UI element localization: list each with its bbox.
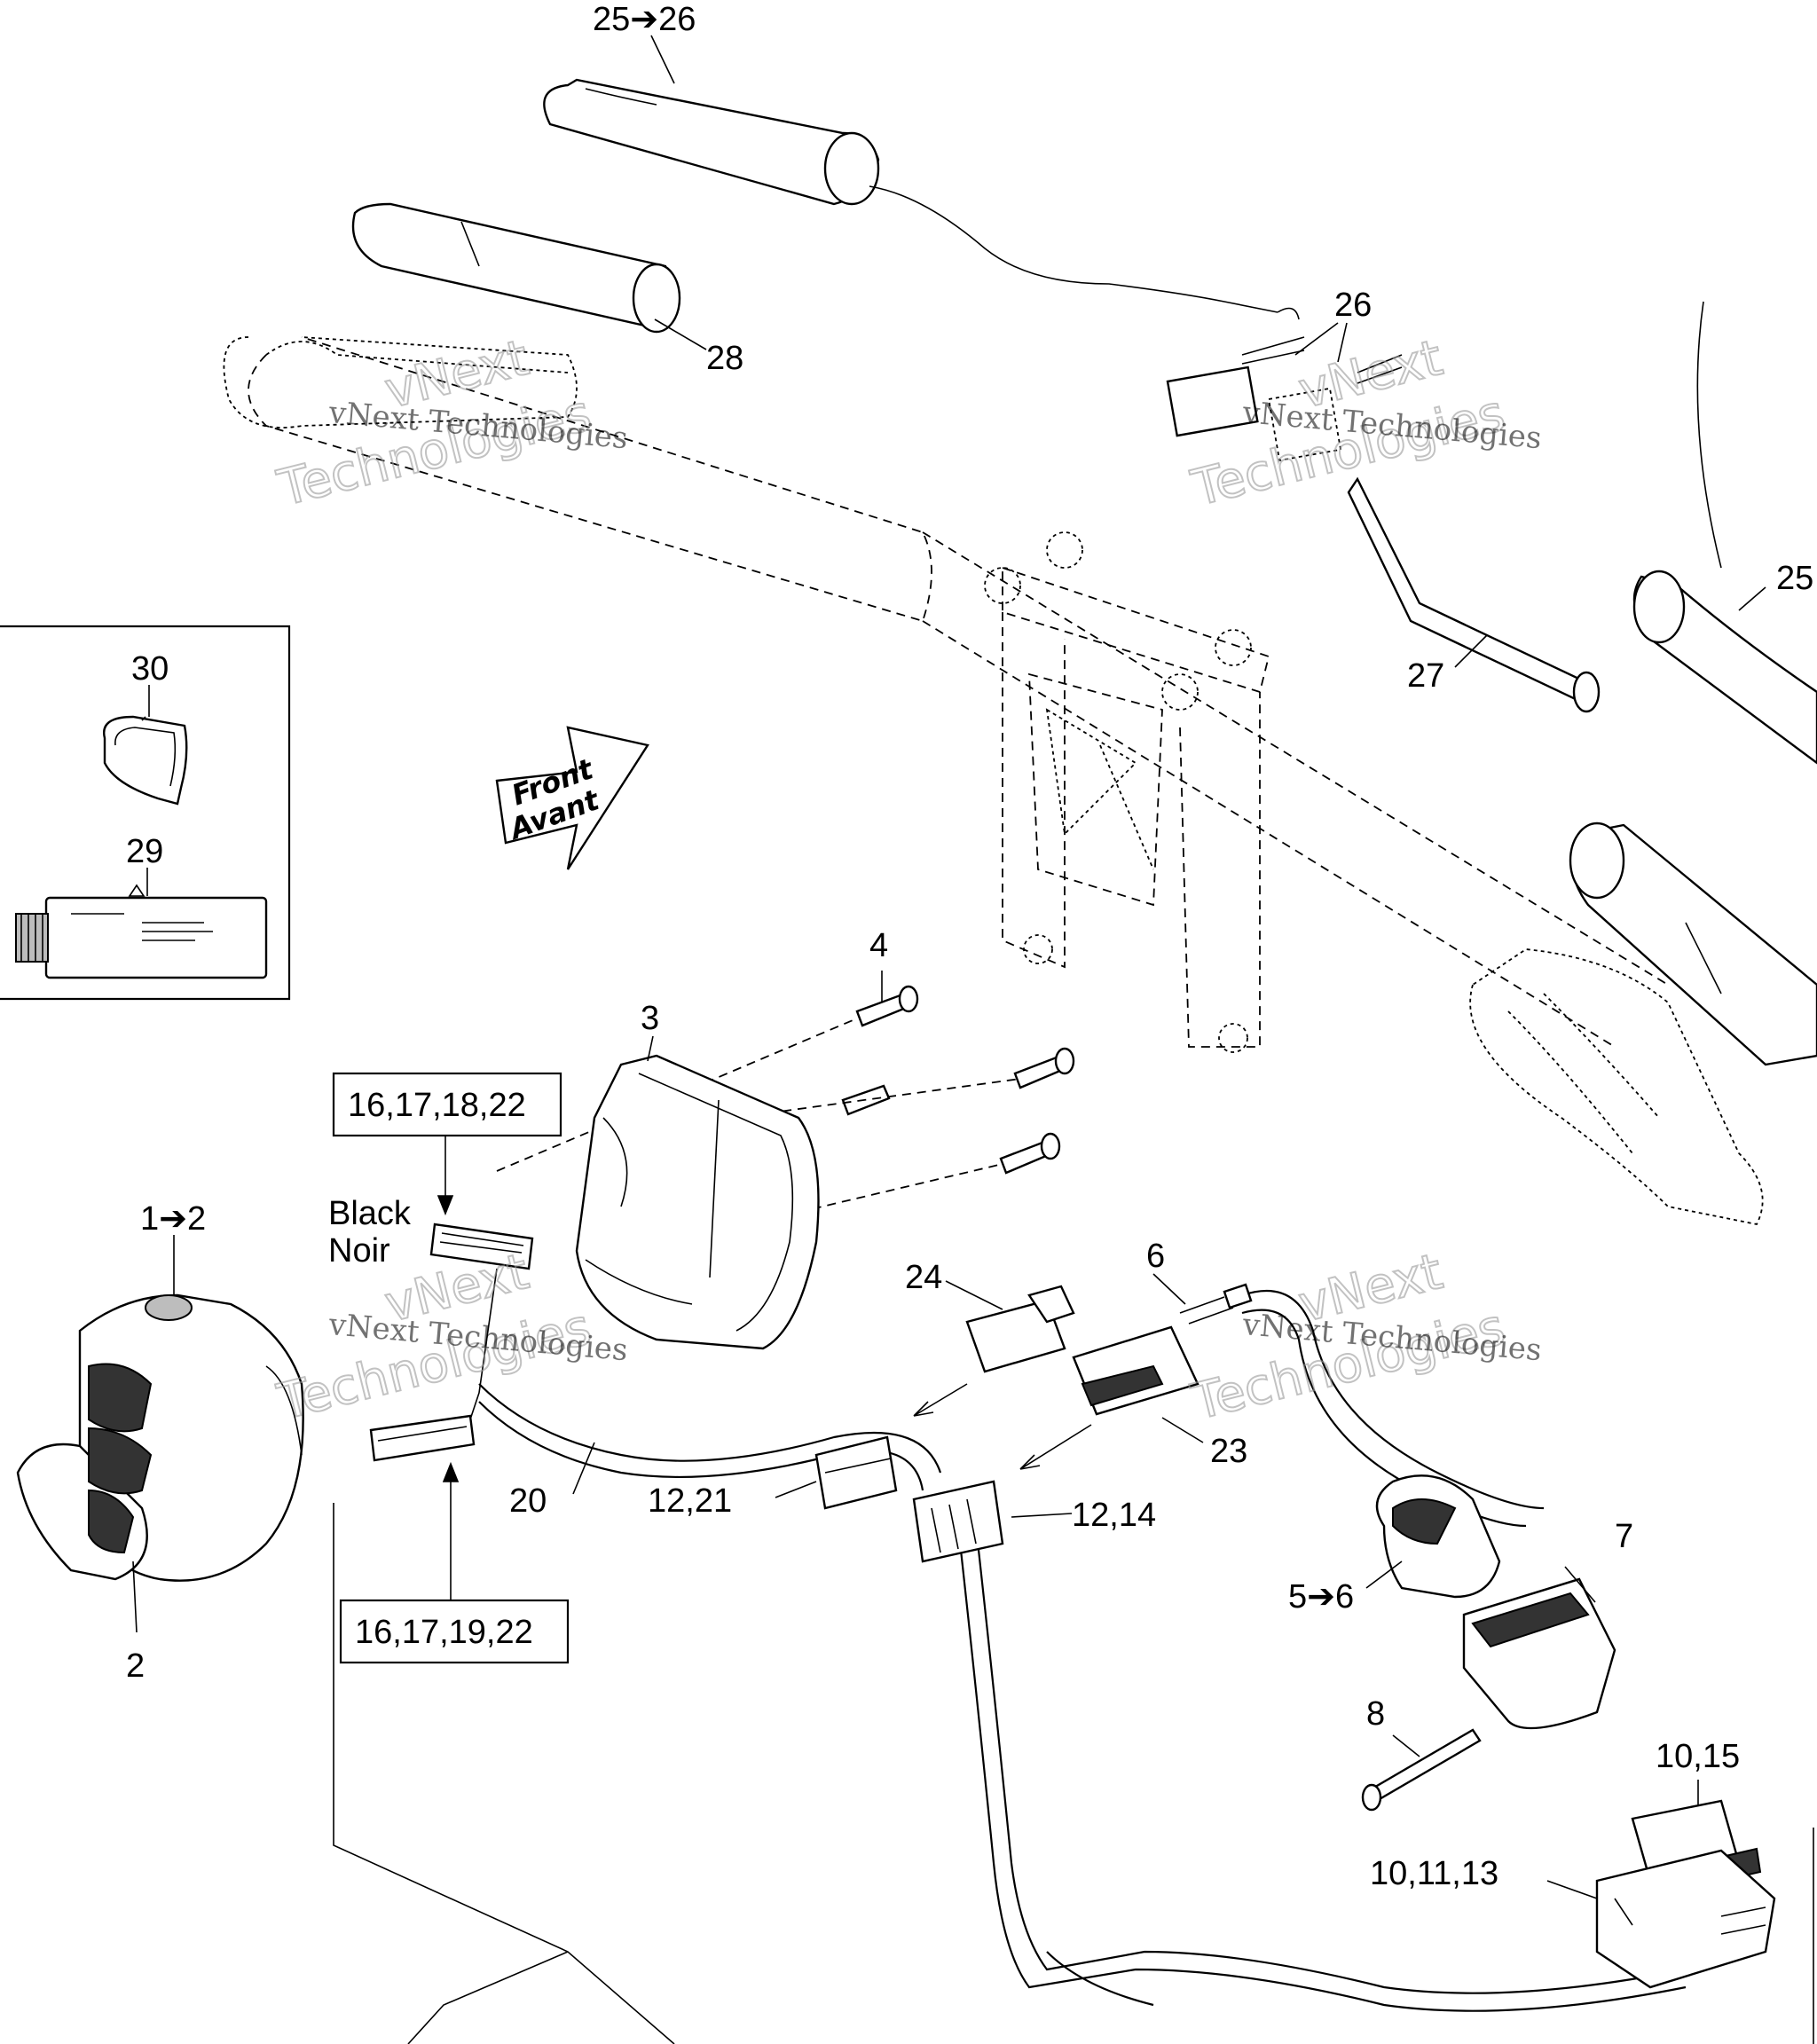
leader-23 <box>1161 1417 1204 1443</box>
arrow-23 <box>1019 1424 1092 1470</box>
callout-26: 26 <box>1334 287 1372 324</box>
connector-part-10-11-13 <box>1546 1849 1776 1989</box>
connector-color-noir: Noir <box>328 1232 390 1270</box>
guard-bar-part-27 <box>1347 476 1601 713</box>
handlebar-riser <box>984 531 1270 1053</box>
callout-4: 4 <box>869 927 888 964</box>
callout-10-15: 10,15 <box>1656 1738 1740 1775</box>
callout-numbers: 25➔26 26 28 25 27 4 3 1➔2 2 20 12,21 12,… <box>126 1 1813 1892</box>
kit-inset-box: 30 29 <box>0 625 291 1001</box>
connector-part-23 <box>1072 1325 1200 1416</box>
grip-heater-part-25 <box>1632 301 1817 765</box>
connector-part-26 <box>1166 336 1403 461</box>
boxed-reference-bottom: 16,17,19,22 <box>339 1461 570 1664</box>
callout-5-6: 5➔6 <box>1288 1578 1354 1616</box>
throttle-tube-right <box>1569 822 1817 1066</box>
connector-part-12-14 <box>912 1480 1004 1563</box>
boxed-label-bottom: 16,17,19,22 <box>355 1614 533 1651</box>
connector-part-24 <box>965 1285 1075 1373</box>
callout-10-11-13: 10,11,13 <box>1370 1855 1498 1892</box>
callout-12-21: 12,21 <box>648 1482 732 1520</box>
handlebar <box>223 336 1764 1226</box>
callout-12-14: 12,14 <box>1072 1497 1156 1534</box>
callout-8: 8 <box>1366 1695 1385 1733</box>
callout-24: 24 <box>905 1259 942 1296</box>
grip-heater-part-25-26 <box>543 78 1300 320</box>
connector-part-12-21 <box>814 1435 898 1510</box>
grease-tube-part-29 <box>15 884 268 979</box>
leader-24 <box>945 1280 1003 1310</box>
callout-6: 6 <box>1146 1238 1165 1275</box>
callout-7: 7 <box>1615 1518 1633 1555</box>
switch-housing-part-3 <box>575 1035 820 1350</box>
callout-27: 27 <box>1407 657 1444 695</box>
switch-part-5-6 <box>1365 1474 1501 1599</box>
callout-25: 25 <box>1776 560 1813 597</box>
arrow-24 <box>913 1383 968 1417</box>
switch-body-part-7 <box>1462 1566 1616 1730</box>
black-connector-part-16-17-18-22 <box>429 1222 534 1270</box>
leader-lines <box>333 35 1766 2044</box>
callout-29: 29 <box>126 833 163 870</box>
clip-part-30 <box>102 715 188 806</box>
callout-25-26: 25➔26 <box>593 1 696 38</box>
black-connector-part-16-17-19-22 <box>369 1414 476 1462</box>
callout-1-2: 1➔2 <box>140 1200 206 1238</box>
boxed-label-top: 16,17,18,22 <box>348 1087 526 1124</box>
callout-23: 23 <box>1210 1433 1247 1470</box>
callout-2: 2 <box>126 1647 145 1685</box>
callout-20: 20 <box>509 1482 547 1520</box>
front-direction-arrow: Front Avant <box>495 726 649 870</box>
connector-wire <box>469 1268 498 1420</box>
terminals-part-6 <box>1152 1273 1253 1325</box>
callout-28: 28 <box>706 340 743 377</box>
boxed-reference-top: 16,17,18,22 <box>332 1072 562 1216</box>
callout-3: 3 <box>641 1000 659 1037</box>
handlebar-switch-part-1-2 <box>16 1235 304 1633</box>
callout-30: 30 <box>131 650 169 688</box>
pin-part-8 <box>1361 1728 1482 1812</box>
connector-color-black: Black <box>328 1195 412 1232</box>
throttle-tube-part-28 <box>351 202 681 334</box>
